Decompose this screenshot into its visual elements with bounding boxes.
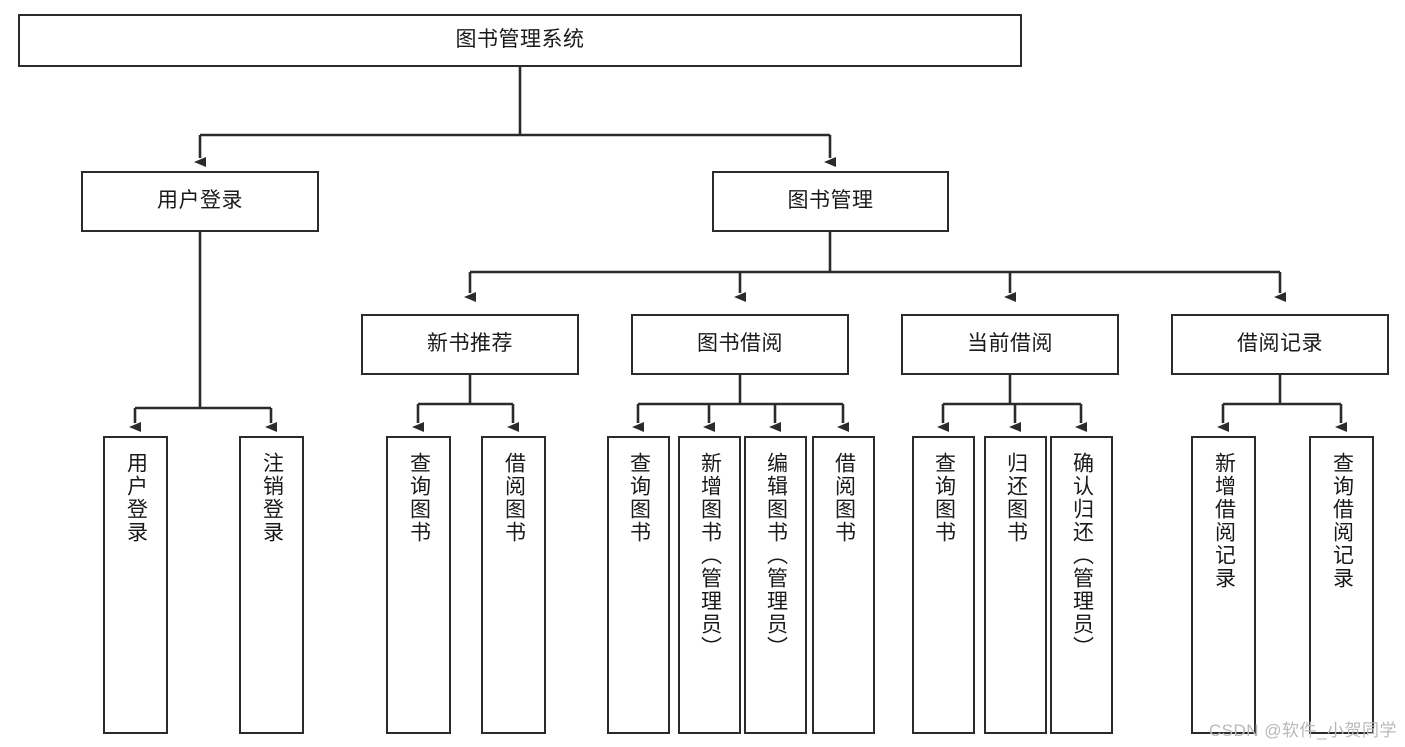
leaf-add-book-admin[interactable]: 新增图书（管理员） bbox=[678, 436, 741, 734]
leaf-add-borrow-record[interactable]: 新增借阅记录 bbox=[1191, 436, 1256, 734]
node-label: 查询借阅记录 bbox=[1330, 452, 1354, 590]
node-label: 借阅图书 bbox=[502, 452, 526, 544]
node-label: 编辑图书（管理员） bbox=[764, 452, 788, 659]
node-label: 归还图书 bbox=[1004, 452, 1028, 544]
node-label: 用户登录 bbox=[157, 189, 243, 213]
leaf-query-books-current[interactable]: 查询图书 bbox=[912, 436, 975, 734]
node-label: 注销登录 bbox=[260, 452, 284, 544]
node-current-borrow[interactable]: 当前借阅 bbox=[901, 314, 1119, 375]
node-label: 图书管理系统 bbox=[455, 28, 585, 52]
node-label: 当前借阅 bbox=[967, 332, 1053, 356]
node-label: 借阅记录 bbox=[1237, 332, 1323, 356]
node-label: 查询图书 bbox=[407, 452, 431, 544]
leaf-edit-book-admin[interactable]: 编辑图书（管理员） bbox=[744, 436, 807, 734]
node-label: 借阅图书 bbox=[832, 452, 856, 544]
node-label: 确认归还（管理员） bbox=[1070, 452, 1094, 659]
node-label: 查询图书 bbox=[627, 452, 651, 544]
watermark-text: CSDN @软件_小贺同学 bbox=[1208, 721, 1397, 740]
node-root-system[interactable]: 图书管理系统 bbox=[18, 14, 1022, 67]
node-label: 新增借阅记录 bbox=[1212, 452, 1236, 590]
node-label: 新增图书（管理员） bbox=[698, 452, 722, 659]
node-book-borrow[interactable]: 图书借阅 bbox=[631, 314, 849, 375]
node-label: 图书借阅 bbox=[697, 332, 783, 356]
node-label: 查询图书 bbox=[932, 452, 956, 544]
leaf-borrow-books[interactable]: 借阅图书 bbox=[812, 436, 875, 734]
leaf-return-books[interactable]: 归还图书 bbox=[984, 436, 1047, 734]
leaf-query-books-borrow[interactable]: 查询图书 bbox=[607, 436, 670, 734]
leaf-query-books-recommend[interactable]: 查询图书 bbox=[386, 436, 451, 734]
leaf-borrow-books-recommend[interactable]: 借阅图书 bbox=[481, 436, 546, 734]
leaf-confirm-return-admin[interactable]: 确认归还（管理员） bbox=[1050, 436, 1113, 734]
leaf-user-login[interactable]: 用户登录 bbox=[103, 436, 168, 734]
leaf-logout[interactable]: 注销登录 bbox=[239, 436, 304, 734]
node-label: 新书推荐 bbox=[427, 332, 513, 356]
node-user-login[interactable]: 用户登录 bbox=[81, 171, 319, 232]
node-label: 用户登录 bbox=[124, 452, 148, 544]
node-borrow-records[interactable]: 借阅记录 bbox=[1171, 314, 1389, 375]
node-label: 图书管理 bbox=[787, 189, 874, 213]
node-book-management[interactable]: 图书管理 bbox=[712, 171, 949, 232]
node-new-book-recommend[interactable]: 新书推荐 bbox=[361, 314, 579, 375]
leaf-query-borrow-record[interactable]: 查询借阅记录 bbox=[1309, 436, 1374, 734]
